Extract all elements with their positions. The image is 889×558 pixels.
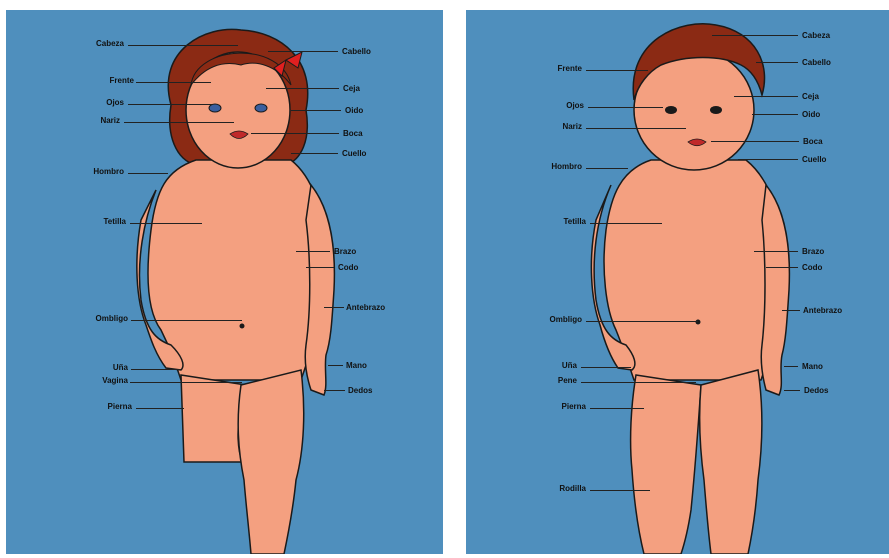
- label-tetilla: Tetilla: [66, 217, 126, 227]
- girl-figure: [6, 10, 443, 554]
- girl-diagram-panel: Cabeza Frente Ojos Nariz Hombro Tetilla …: [6, 10, 443, 554]
- label-oido: Oido: [345, 106, 363, 116]
- label-nariz: Nariz: [62, 116, 120, 126]
- label-frente: Frente: [516, 64, 582, 74]
- label-ombligo: Ombligo: [516, 315, 582, 325]
- label-tetilla: Tetilla: [516, 217, 586, 227]
- label-brazo: Brazo: [334, 247, 356, 257]
- label-hombro: Hombro: [516, 162, 582, 172]
- boy-figure: [466, 10, 889, 554]
- label-ombligo: Ombligo: [66, 314, 128, 324]
- label-brazo: Brazo: [802, 247, 824, 257]
- label-ceja: Ceja: [802, 92, 819, 102]
- label-antebrazo: Antebrazo: [346, 303, 385, 313]
- boy-diagram-panel: Frente Ojos Nariz Hombro Tetilla Ombligo…: [466, 10, 889, 554]
- label-nariz: Nariz: [516, 122, 582, 132]
- label-ojos: Ojos: [66, 98, 124, 108]
- label-cabeza: Cabeza: [802, 31, 830, 41]
- label-dedos: Dedos: [804, 386, 828, 396]
- label-hombro: Hombro: [66, 167, 124, 177]
- label-ceja: Ceja: [343, 84, 360, 94]
- label-pierna: Pierna: [516, 402, 586, 412]
- label-antebrazo: Antebrazo: [803, 306, 842, 316]
- label-boca: Boca: [803, 137, 823, 147]
- label-pierna: Pierna: [72, 402, 132, 412]
- label-cabeza: Cabeza: [66, 39, 124, 49]
- label-cabello: Cabello: [802, 58, 831, 68]
- label-mano: Mano: [802, 362, 823, 372]
- label-dedos: Dedos: [348, 386, 372, 396]
- label-codo: Codo: [802, 263, 822, 273]
- label-frente: Frente: [70, 76, 134, 86]
- label-cuello: Cuello: [342, 149, 366, 159]
- label-oido: Oido: [802, 110, 820, 120]
- label-cabello: Cabello: [342, 47, 371, 57]
- label-pene: Pene: [516, 376, 577, 386]
- label-una: Uña: [516, 361, 577, 371]
- label-ojos: Ojos: [516, 101, 584, 111]
- label-una: Uña: [68, 363, 128, 373]
- label-vagina: Vagina: [66, 376, 128, 386]
- label-boca: Boca: [343, 129, 363, 139]
- label-rodilla: Rodilla: [516, 484, 586, 494]
- label-mano: Mano: [346, 361, 367, 371]
- label-cuello: Cuello: [802, 155, 826, 165]
- label-codo: Codo: [338, 263, 358, 273]
